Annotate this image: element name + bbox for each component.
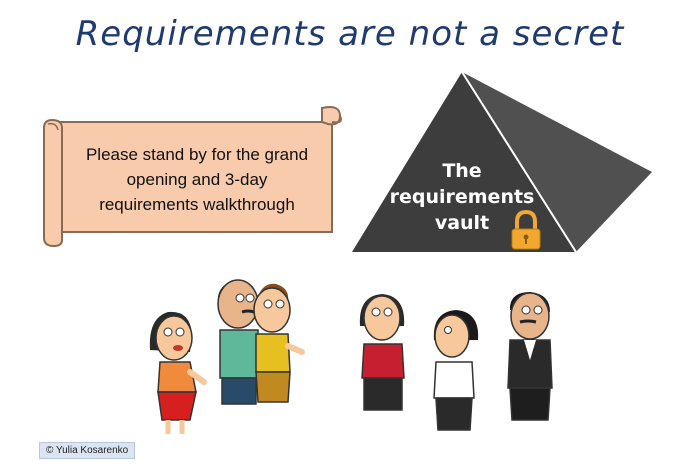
padlock-icon [511, 209, 541, 250]
page-title: Requirements are not a secret [75, 14, 625, 54]
vault-line: requirements [389, 186, 535, 208]
person-man-yellow [253, 283, 305, 403]
pyramid-vault [352, 71, 652, 253]
person-man-suit [507, 292, 553, 421]
person-woman-white [433, 310, 479, 431]
person-woman-orange [149, 311, 207, 434]
scroll-line: Please stand by for the grand [85, 145, 309, 164]
copyright-label: © Yulia Kosarenko [39, 442, 136, 459]
vault-line: vault [434, 212, 490, 234]
vault-label: The requirements vault [382, 158, 542, 236]
person-woman-red [359, 294, 405, 411]
scroll-banner [43, 106, 342, 248]
scroll-line: requirements walkthrough [99, 195, 295, 214]
scroll-line: opening and 3-day [126, 170, 268, 189]
person-man-green [217, 279, 259, 405]
vault-line: The [442, 160, 482, 182]
scroll-message: Please stand by for the grand opening an… [62, 142, 332, 217]
